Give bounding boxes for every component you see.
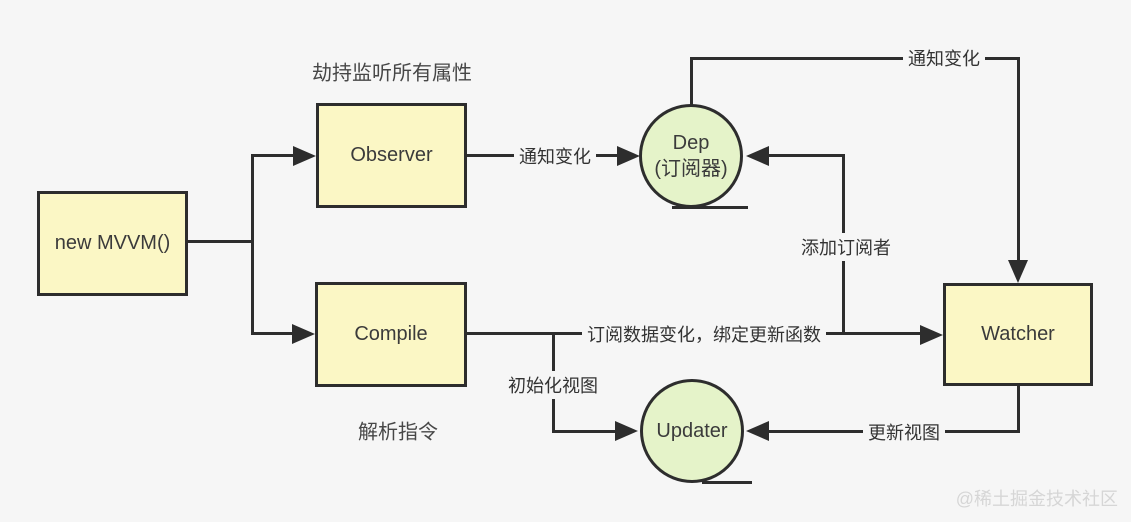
watermark-text: @稀土掘金技术社区 xyxy=(955,489,1118,509)
edge-branch-vertical xyxy=(251,154,254,335)
node-observer: Observer xyxy=(316,103,467,208)
edge-branch-to-compile xyxy=(251,332,293,335)
edge-dep-top-horizontal xyxy=(690,57,1020,60)
edge-label-dep-to-watcher: 通知变化 xyxy=(903,44,985,72)
edge-label-add-subscriber: 添加订阅者 xyxy=(796,233,896,261)
arrowhead-into-dep-right xyxy=(746,146,769,166)
arrowhead-into-dep-left xyxy=(617,146,640,166)
node-dep: Dep (订阅器) xyxy=(639,104,743,208)
updater-tangent-mark xyxy=(702,481,752,484)
arrowhead-into-updater-left xyxy=(615,421,638,441)
node-updater-label: Updater xyxy=(656,420,728,442)
note-compile: 解析指令 xyxy=(358,421,438,444)
node-dep-sublabel: (订阅器) xyxy=(654,158,728,180)
edge-right-vertical xyxy=(1017,57,1020,263)
node-dep-label: Dep xyxy=(672,132,710,154)
arrowhead-into-updater-right xyxy=(746,421,769,441)
edge-label-compile-to-watcher: 订阅数据变化，绑定更新函数 xyxy=(582,320,826,348)
arrowhead-into-watcher-left xyxy=(920,325,943,345)
node-new-mvvm: new MVVM() xyxy=(37,191,188,296)
edge-watcher-down xyxy=(1017,386,1020,433)
edge-label-observer-to-dep: 通知变化 xyxy=(514,142,596,170)
edge-branch-to-observer xyxy=(251,154,295,157)
arrowhead-into-compile xyxy=(292,324,315,344)
edge-mvvm-out xyxy=(188,240,254,243)
edge-label-init-view: 初始化视图 xyxy=(503,371,603,399)
node-updater: Updater xyxy=(640,379,744,483)
edge-label-update-view: 更新视图 xyxy=(863,418,945,446)
node-new-mvvm-label: new MVVM() xyxy=(54,232,171,254)
edge-dep-top-vertical xyxy=(690,57,693,105)
node-compile-label: Compile xyxy=(354,323,428,345)
node-watcher: Watcher xyxy=(943,283,1093,386)
node-watcher-label: Watcher xyxy=(981,323,1055,345)
edge-addsub-horizontal xyxy=(762,154,845,157)
arrowhead-into-observer xyxy=(293,146,316,166)
node-compile: Compile xyxy=(315,282,467,387)
node-observer-label: Observer xyxy=(350,144,433,166)
dep-tangent-mark xyxy=(672,206,748,209)
note-observer: 劫持监听所有属性 xyxy=(312,62,472,85)
edge-init-horizontal xyxy=(552,430,616,433)
arrowhead-into-watcher-top xyxy=(1008,260,1028,283)
